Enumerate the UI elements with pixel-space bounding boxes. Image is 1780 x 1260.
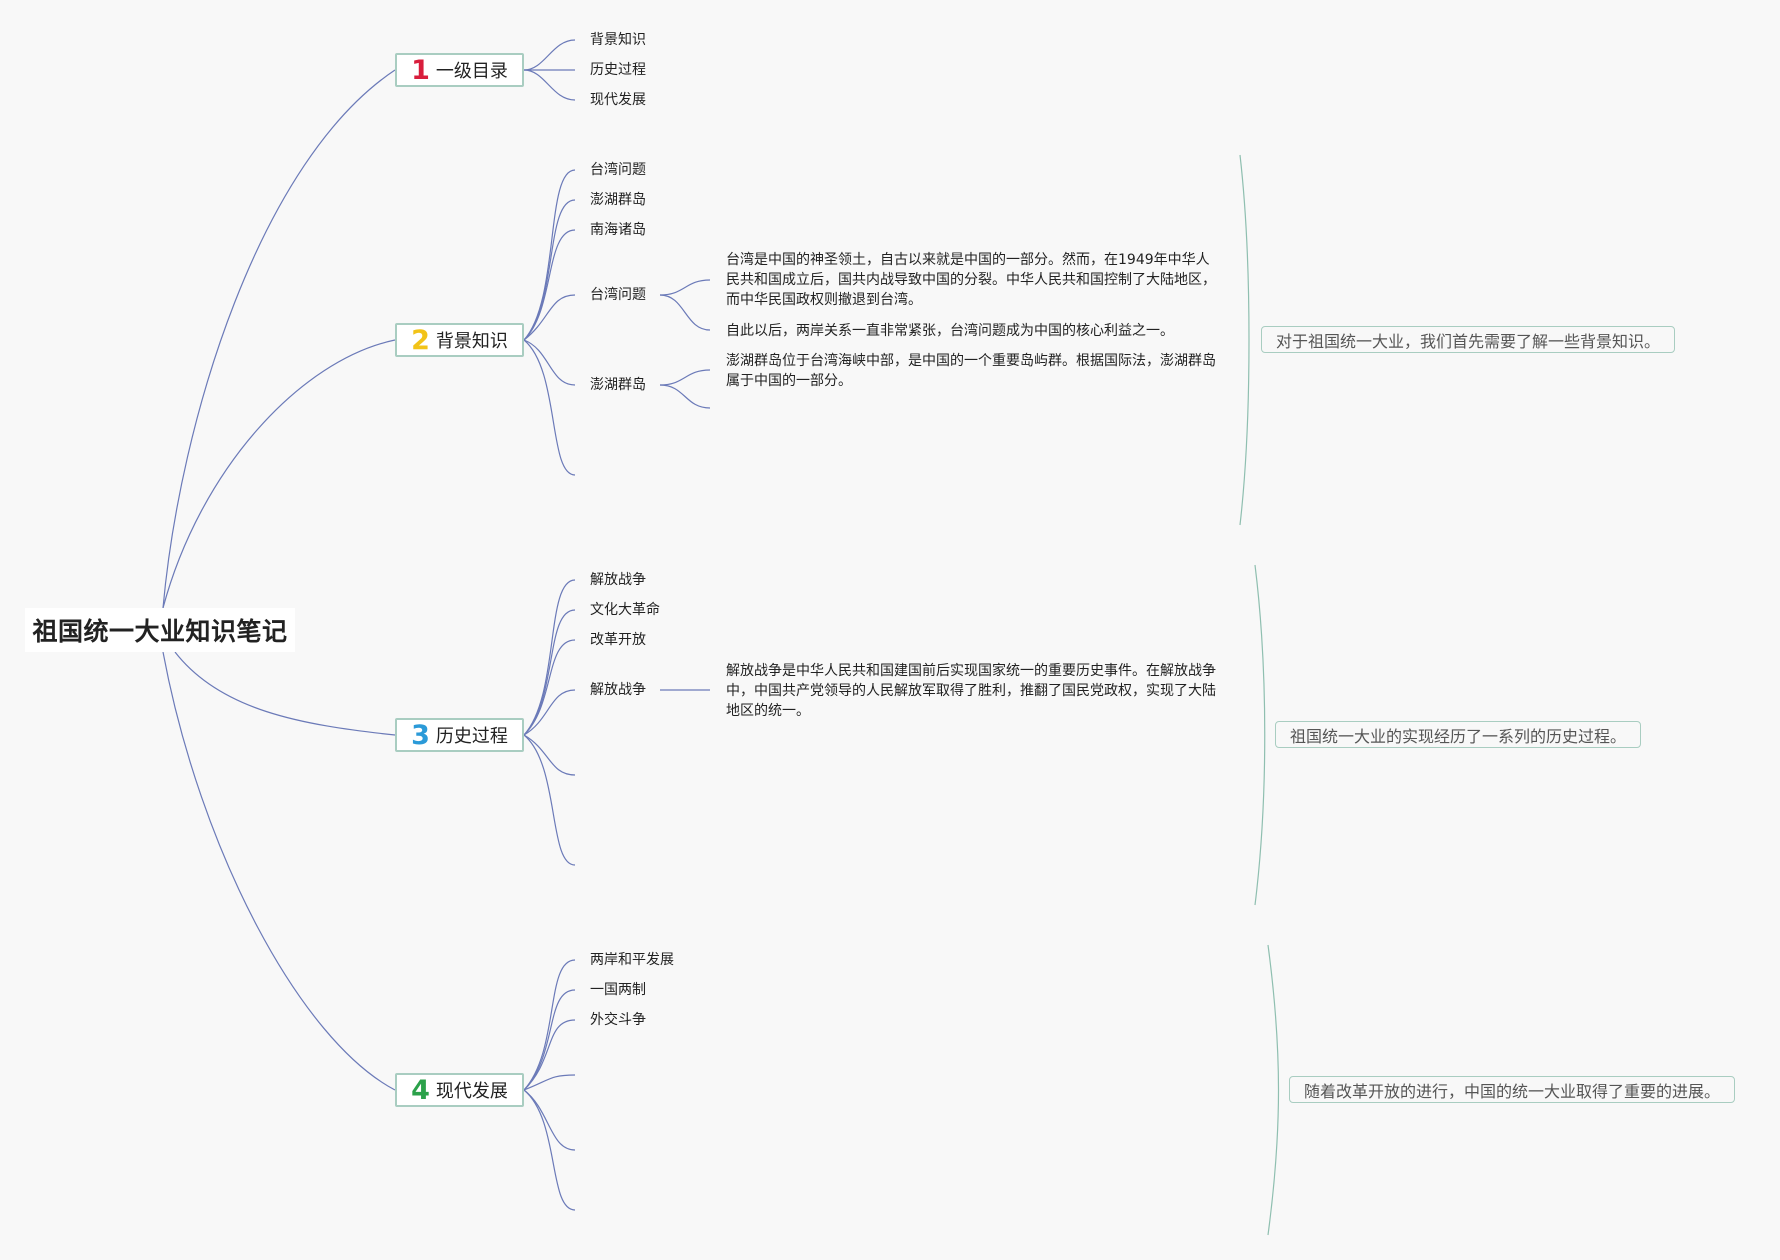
summary-branch-2[interactable]: 对于祖国统一大业，我们首先需要了解一些背景知识。 bbox=[1261, 326, 1676, 353]
summary-branch-3[interactable]: 祖国统一大业的实现经历了一系列的历史过程。 bbox=[1275, 721, 1642, 748]
connector-b4-empty3 bbox=[523, 1089, 576, 1211]
connector-b2-d2-text2 bbox=[659, 384, 711, 409]
b4-leaf-1[interactable]: 两岸和平发展 bbox=[590, 952, 674, 968]
connector-b4-leaf1 bbox=[523, 959, 576, 1091]
summary-bracket-4 bbox=[1267, 944, 1280, 1236]
connector-b1-leaf1 bbox=[523, 39, 576, 71]
connector-b2-leaf2 bbox=[523, 199, 576, 341]
summary-bracket-2 bbox=[1239, 154, 1250, 526]
b3-leaf-3[interactable]: 改革开放 bbox=[590, 632, 646, 648]
root-topic[interactable]: 祖国统一大业知识笔记 bbox=[25, 608, 295, 652]
connector-b3-leaf2 bbox=[523, 609, 576, 736]
b2-detail-label-1[interactable]: 台湾问题 bbox=[590, 287, 646, 303]
branch-node-3[interactable]: 3 历史过程 bbox=[395, 718, 524, 752]
connector-root-branch4 bbox=[162, 651, 396, 1091]
branch-number-1: 1 bbox=[411, 54, 430, 86]
connector-b4-leaf2 bbox=[523, 989, 576, 1091]
connector-b3-leaf3 bbox=[523, 639, 576, 736]
branch-node-2[interactable]: 2 背景知识 bbox=[395, 323, 524, 357]
branch-label-4: 现代发展 bbox=[435, 1081, 508, 1102]
branch-node-1[interactable]: 1 一级目录 bbox=[395, 53, 524, 87]
connector-b3-leaf1 bbox=[523, 579, 576, 736]
b2-leaf-1[interactable]: 台湾问题 bbox=[590, 162, 646, 178]
b2-leaf-3[interactable]: 南海诸岛 bbox=[590, 222, 646, 238]
branch-number-4: 4 bbox=[411, 1074, 430, 1106]
b2-detail-1-text-1: 台湾是中国的神圣领土，自古以来就是中国的一部分。然而，在1949年中华人民共和国… bbox=[726, 252, 1216, 308]
connector-b2-leaf3 bbox=[523, 229, 576, 341]
b1-leaf-2[interactable]: 历史过程 bbox=[590, 62, 646, 78]
connector-b4-leaf3 bbox=[523, 1019, 576, 1091]
connector-root-branch2 bbox=[162, 339, 396, 609]
b4-leaf-2[interactable]: 一国两制 bbox=[590, 982, 646, 998]
connector-root-branch3 bbox=[174, 651, 396, 736]
b2-detail-label-2[interactable]: 澎湖群岛 bbox=[590, 377, 646, 393]
branch-number-2: 2 bbox=[411, 324, 430, 356]
b2-leaf-2[interactable]: 澎湖群岛 bbox=[590, 192, 646, 208]
connector-b2-d1-text1 bbox=[659, 279, 711, 296]
branch-node-4[interactable]: 4 现代发展 bbox=[395, 1073, 524, 1107]
b3-leaf-2[interactable]: 文化大革命 bbox=[590, 602, 660, 618]
connector-b3-empty2 bbox=[523, 734, 576, 866]
branch-label-1: 一级目录 bbox=[435, 61, 508, 82]
b1-leaf-1[interactable]: 背景知识 bbox=[590, 32, 646, 48]
b2-detail-2-text-1: 澎湖群岛位于台湾海峡中部，是中国的一个重要岛屿群。根据国际法，澎湖群岛属于中国的… bbox=[726, 353, 1216, 389]
branch-number-3: 3 bbox=[411, 719, 430, 751]
connector-b2-d1-text2 bbox=[659, 294, 711, 331]
summary-branch-4[interactable]: 随着改革开放的进行，中国的统一大业取得了重要的进展。 bbox=[1289, 1076, 1736, 1103]
b4-leaf-3[interactable]: 外交斗争 bbox=[590, 1012, 646, 1028]
b3-detail-1-text-1: 解放战争是中华人民共和国建国前后实现国家统一的重要历史事件。在解放战争中，中国共… bbox=[726, 663, 1216, 719]
connector-b2-d2-text1 bbox=[659, 369, 711, 386]
connector-b3-detail1 bbox=[523, 689, 576, 736]
branch-label-2: 背景知识 bbox=[435, 331, 508, 352]
connector-b2-leaf1 bbox=[523, 169, 576, 341]
connector-b2-detail1 bbox=[523, 294, 576, 341]
summary-bracket-3 bbox=[1254, 564, 1266, 906]
connector-b4-empty1 bbox=[523, 1074, 576, 1091]
b1-leaf-3[interactable]: 现代发展 bbox=[590, 92, 646, 108]
connector-root-branch1 bbox=[162, 69, 396, 609]
connector-b2-empty bbox=[523, 339, 576, 476]
b3-leaf-1[interactable]: 解放战争 bbox=[590, 572, 646, 588]
branch-label-3: 历史过程 bbox=[435, 726, 508, 747]
b3-detail-label-1[interactable]: 解放战争 bbox=[590, 682, 646, 698]
connector-b2-detail2 bbox=[523, 339, 576, 386]
connector-b3-empty1 bbox=[523, 734, 576, 776]
b2-detail-1-text-2: 自此以后，两岸关系一直非常紧张，台湾问题成为中国的核心利益之一。 bbox=[726, 323, 1174, 339]
connector-b1-leaf3 bbox=[523, 69, 576, 101]
